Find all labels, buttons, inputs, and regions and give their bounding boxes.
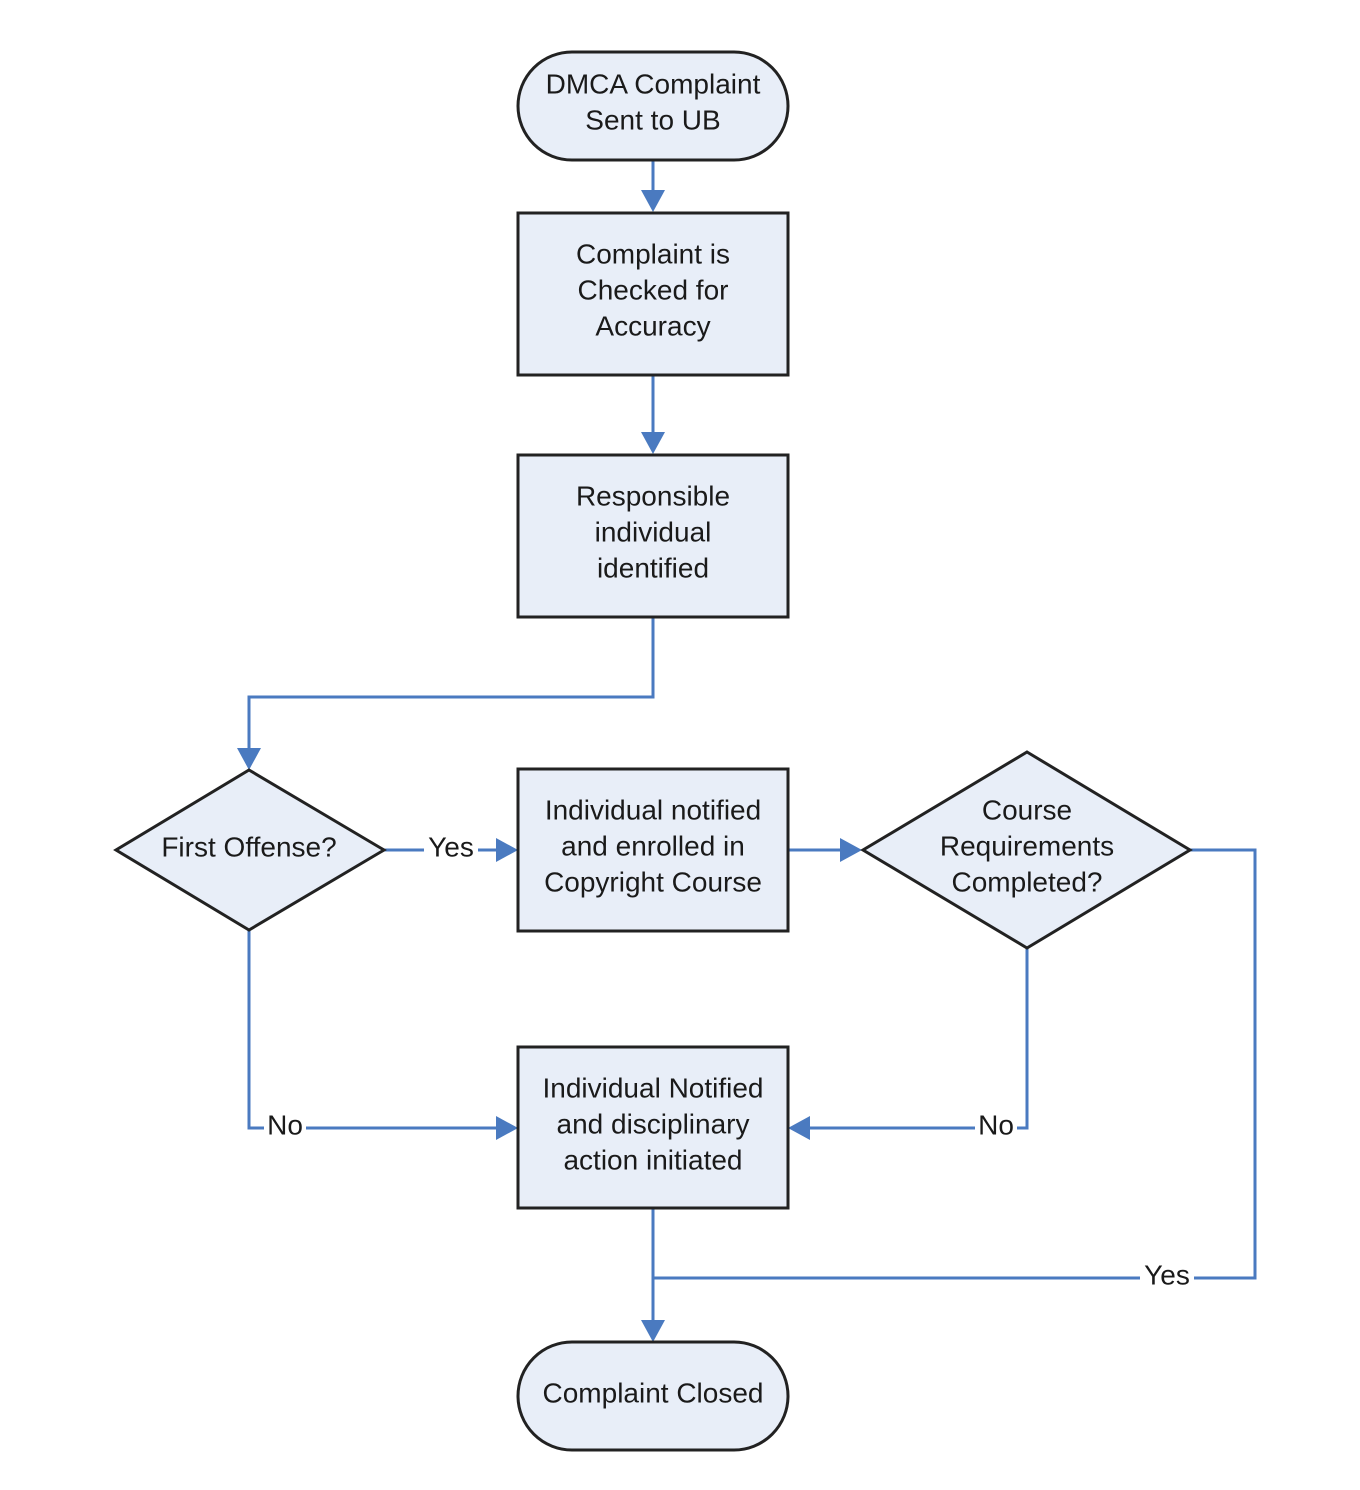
label-background xyxy=(975,1112,1017,1144)
arrowhead-end xyxy=(641,1320,665,1342)
node-course-done-line-3: Completed? xyxy=(952,866,1103,897)
connector-identify-to-first-offense xyxy=(247,617,655,750)
node-start: DMCA Complaint Sent to UB xyxy=(516,50,790,162)
node-end: Complaint Closed xyxy=(516,1340,790,1452)
process-shape xyxy=(516,1045,790,1210)
node-first-offense-line-1: First Offense? xyxy=(161,831,336,862)
connector-course-done-yes xyxy=(653,848,1257,1280)
label-background xyxy=(1140,1262,1194,1294)
decision-shape xyxy=(860,750,1193,950)
arrowhead-enroll xyxy=(496,838,518,862)
edge-label-text: Yes xyxy=(428,831,474,862)
node-check: Complaint is Checked for Accuracy xyxy=(516,211,790,377)
terminal-shape xyxy=(516,1340,790,1452)
edge-label-course-done-yes: Yes xyxy=(1140,1259,1194,1294)
terminal-shape xyxy=(516,50,790,162)
arrowhead-discipline-left xyxy=(496,1116,518,1140)
node-course-done-line-2: Requirements xyxy=(940,830,1114,861)
edge-label-text: Yes xyxy=(1144,1259,1190,1290)
node-end-line-1: Complaint Closed xyxy=(543,1377,764,1408)
edge-label-text: No xyxy=(978,1109,1014,1140)
label-background xyxy=(264,1112,306,1144)
label-background xyxy=(424,834,478,866)
arrowhead-identify xyxy=(641,432,665,454)
arrowhead-check xyxy=(641,190,665,212)
node-identify: Responsible individual identified xyxy=(516,453,790,619)
connector-first-offense-no xyxy=(247,930,498,1130)
node-discipline-line-3: action initiated xyxy=(563,1144,742,1175)
edge-label-first-offense-no: No xyxy=(264,1109,306,1144)
process-shape xyxy=(516,211,790,377)
node-enroll-line-1: Individual notified xyxy=(545,794,761,825)
node-identify-line-2: individual xyxy=(595,516,712,547)
node-enroll-line-3: Copyright Course xyxy=(544,866,762,897)
node-course-done: Course Requirements Completed? xyxy=(860,750,1193,950)
node-course-done-line-1: Course xyxy=(982,794,1072,825)
edge-label-course-done-no: No xyxy=(975,1109,1017,1144)
node-enroll: Individual notified and enrolled in Copy… xyxy=(516,767,790,933)
node-check-line-2: Checked for xyxy=(578,274,729,305)
arrowhead-first-offense xyxy=(237,748,261,770)
node-start-line-1: DMCA Complaint xyxy=(546,68,761,99)
node-identify-line-3: identified xyxy=(597,552,709,583)
node-first-offense: First Offense? xyxy=(113,768,387,932)
node-identify-line-1: Responsible xyxy=(576,480,730,511)
edge-label-first-offense-yes: Yes xyxy=(424,831,478,866)
process-shape xyxy=(516,453,790,619)
node-check-line-1: Complaint is xyxy=(576,238,730,269)
node-start-line-2: Sent to UB xyxy=(585,104,720,135)
decision-shape xyxy=(113,768,387,932)
node-enroll-line-2: and enrolled in xyxy=(561,830,745,861)
connector-course-done-no xyxy=(808,948,1029,1130)
arrowhead-discipline-right xyxy=(788,1116,810,1140)
edge-label-text: No xyxy=(267,1109,303,1140)
arrowhead-course-done xyxy=(840,838,862,862)
node-discipline: Individual Notified and disciplinary act… xyxy=(516,1045,790,1210)
node-discipline-line-1: Individual Notified xyxy=(542,1072,763,1103)
process-shape xyxy=(516,767,790,933)
node-check-line-3: Accuracy xyxy=(595,310,710,341)
node-discipline-line-2: and disciplinary xyxy=(557,1108,750,1139)
